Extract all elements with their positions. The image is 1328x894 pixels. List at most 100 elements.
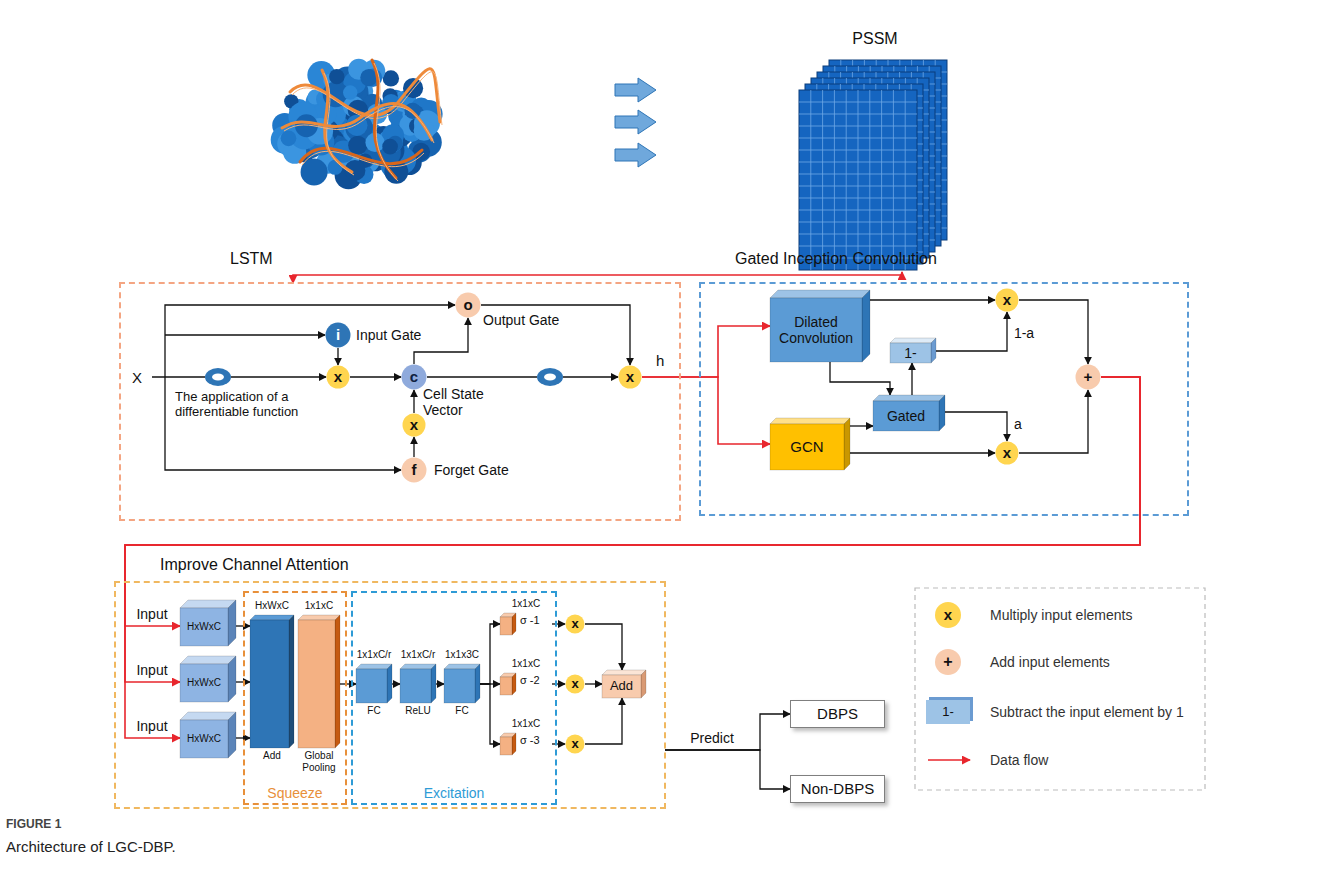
flow-arrow [293, 272, 902, 283]
label-wrap: Output Gate [483, 312, 578, 328]
edge-label: 1-a [1012, 326, 1036, 341]
shape-part [799, 246, 917, 247]
annotation-text: FIGURE 1 [6, 818, 61, 832]
process-arrows [615, 110, 656, 134]
shape-part [1076, 365, 1101, 390]
caption: Architecture of LGC-DBP. [6, 838, 176, 855]
shape-part [858, 90, 859, 270]
shape-part [799, 198, 917, 199]
operator-circle: x [618, 365, 642, 389]
flow-arrow [552, 623, 565, 624]
shape-part [289, 615, 294, 748]
shape-part [228, 600, 236, 646]
shape-part [180, 656, 236, 664]
flow-arrow [480, 684, 500, 744]
edge-label-text: Input [136, 719, 167, 734]
node-shape [795, 56, 955, 272]
node-shape [250, 615, 294, 748]
operator-circle: cCell State Vector [401, 364, 427, 390]
node-label: LSTM [230, 250, 273, 268]
legend-entry: Subtract the input element by 1 [990, 704, 1195, 720]
shape-part [770, 418, 850, 424]
node-label: 1x1x3C [445, 649, 479, 661]
flow-arrow [236, 737, 250, 738]
edge-label-text: a [1014, 417, 1022, 432]
activation-ring [537, 368, 563, 386]
label-wrap: x [618, 365, 642, 389]
shape-part [939, 395, 945, 431]
shape-part [180, 712, 236, 720]
activation-ring [544, 374, 556, 381]
node-label: σ -1 [520, 614, 540, 627]
shape-part [799, 150, 917, 151]
flow-arrow [585, 624, 622, 670]
annotation: FIGURE 1 [6, 818, 61, 832]
node-label: 1x1xC [305, 600, 333, 612]
label-wrap: HxWxC [250, 600, 294, 612]
shape-part [641, 670, 646, 698]
protein-structure [271, 59, 443, 190]
shape-part [602, 675, 641, 698]
shape-part [799, 222, 917, 223]
activation-ring [205, 368, 231, 386]
edge-label: Input [134, 663, 169, 678]
operator-circle: fForget Gate [401, 457, 427, 483]
shape-part [834, 90, 835, 270]
module-frame: HxWxCAdd1x1xCGlobal PoolingSqueeze [244, 592, 346, 804]
output-box: Non-DBPS [790, 775, 885, 803]
node-label: f [412, 461, 417, 478]
node-label: 1x1xC [512, 718, 540, 730]
shape-part [228, 712, 236, 758]
label-wrap: 1x1xC [298, 600, 340, 612]
shape-part [862, 290, 870, 362]
shape-part [799, 138, 917, 139]
label-wrap: 1x1xC [500, 658, 552, 670]
node-label: c [410, 368, 418, 385]
shape-part [400, 664, 436, 669]
layer-block: HxWxC [180, 600, 236, 646]
flow-arrow [236, 625, 250, 626]
label-wrap: Excitation [352, 785, 556, 801]
lstm-wiring [152, 376, 205, 377]
shape-part [770, 298, 862, 362]
node-label: Non-DBPS [801, 780, 874, 797]
node-shape [500, 733, 516, 755]
shape-part [881, 90, 882, 270]
label-wrap: 1x1xC/r [400, 649, 436, 661]
legend-text: Add input elements [990, 654, 1110, 670]
layer-block: GCN [770, 418, 850, 470]
shape-part [810, 90, 811, 270]
shape-part [180, 720, 228, 758]
flow-arrow [870, 299, 995, 300]
node-label: Dilated Convolution [770, 314, 862, 346]
label-wrap: LSTM [230, 250, 273, 268]
sigmoid-block: 1x1xC σ -1 [500, 598, 552, 638]
label-wrap: Improve Channel Attention [160, 556, 349, 574]
label-wrap: 1x1xC [500, 598, 552, 610]
shape-part [799, 234, 917, 235]
shape-part [250, 615, 294, 620]
legend-text: Data flow [990, 752, 1048, 768]
flow-arrow [585, 698, 622, 744]
shape-part [566, 735, 585, 754]
edge-label: Input [134, 607, 169, 622]
shape-part [444, 669, 475, 703]
label-wrap: 1- [890, 343, 931, 363]
flow-arrow [552, 743, 565, 744]
label-wrap: x [402, 413, 426, 437]
flow-arrow [340, 683, 356, 684]
shape-part [180, 664, 228, 702]
shape-part [799, 174, 917, 175]
node-label: σ -2 [520, 674, 540, 687]
node-shape [356, 664, 392, 703]
output-box: DBPS [790, 700, 885, 728]
flow-arrow [850, 452, 995, 453]
label-wrap: σ -3 [520, 734, 540, 747]
label-wrap: Forget Gate [434, 462, 524, 478]
protein-structure [343, 85, 357, 99]
process-arrows [615, 143, 656, 167]
edge-label-text: 1-a [1014, 326, 1034, 341]
label-wrap: x [995, 288, 1019, 312]
protein-structure [300, 148, 422, 163]
shape-part [456, 293, 481, 318]
